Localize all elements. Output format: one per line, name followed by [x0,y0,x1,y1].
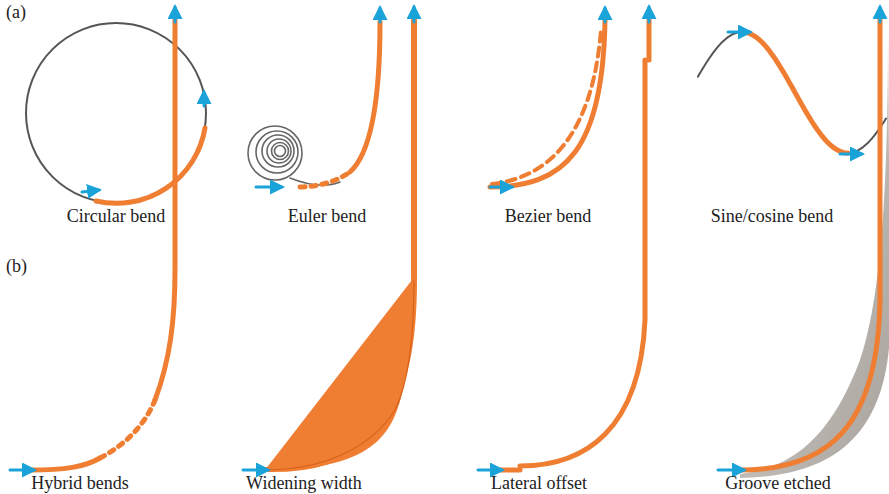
caption: Bezier bend [505,206,591,226]
caption: Lateral offset [491,473,587,493]
caption: Groove etched [725,473,830,493]
sine-bend [698,32,886,154]
panel-letter: (b) [6,256,27,276]
euler-bend [248,8,380,187]
hybrid-bend [10,7,175,470]
caption: Widening width [246,473,362,493]
lateral-offset-bend [478,7,649,470]
caption: Circular bend [67,206,165,226]
caption: Sine/cosine bend [711,206,833,226]
bezier-bend [490,8,605,187]
widening-bend [243,7,416,470]
groove-etched-bend [718,7,889,478]
caption: Hybrid bends [31,473,129,493]
caption: Euler bend [288,206,366,226]
panel-letter: (a) [6,2,26,22]
circular-bend [26,23,206,203]
